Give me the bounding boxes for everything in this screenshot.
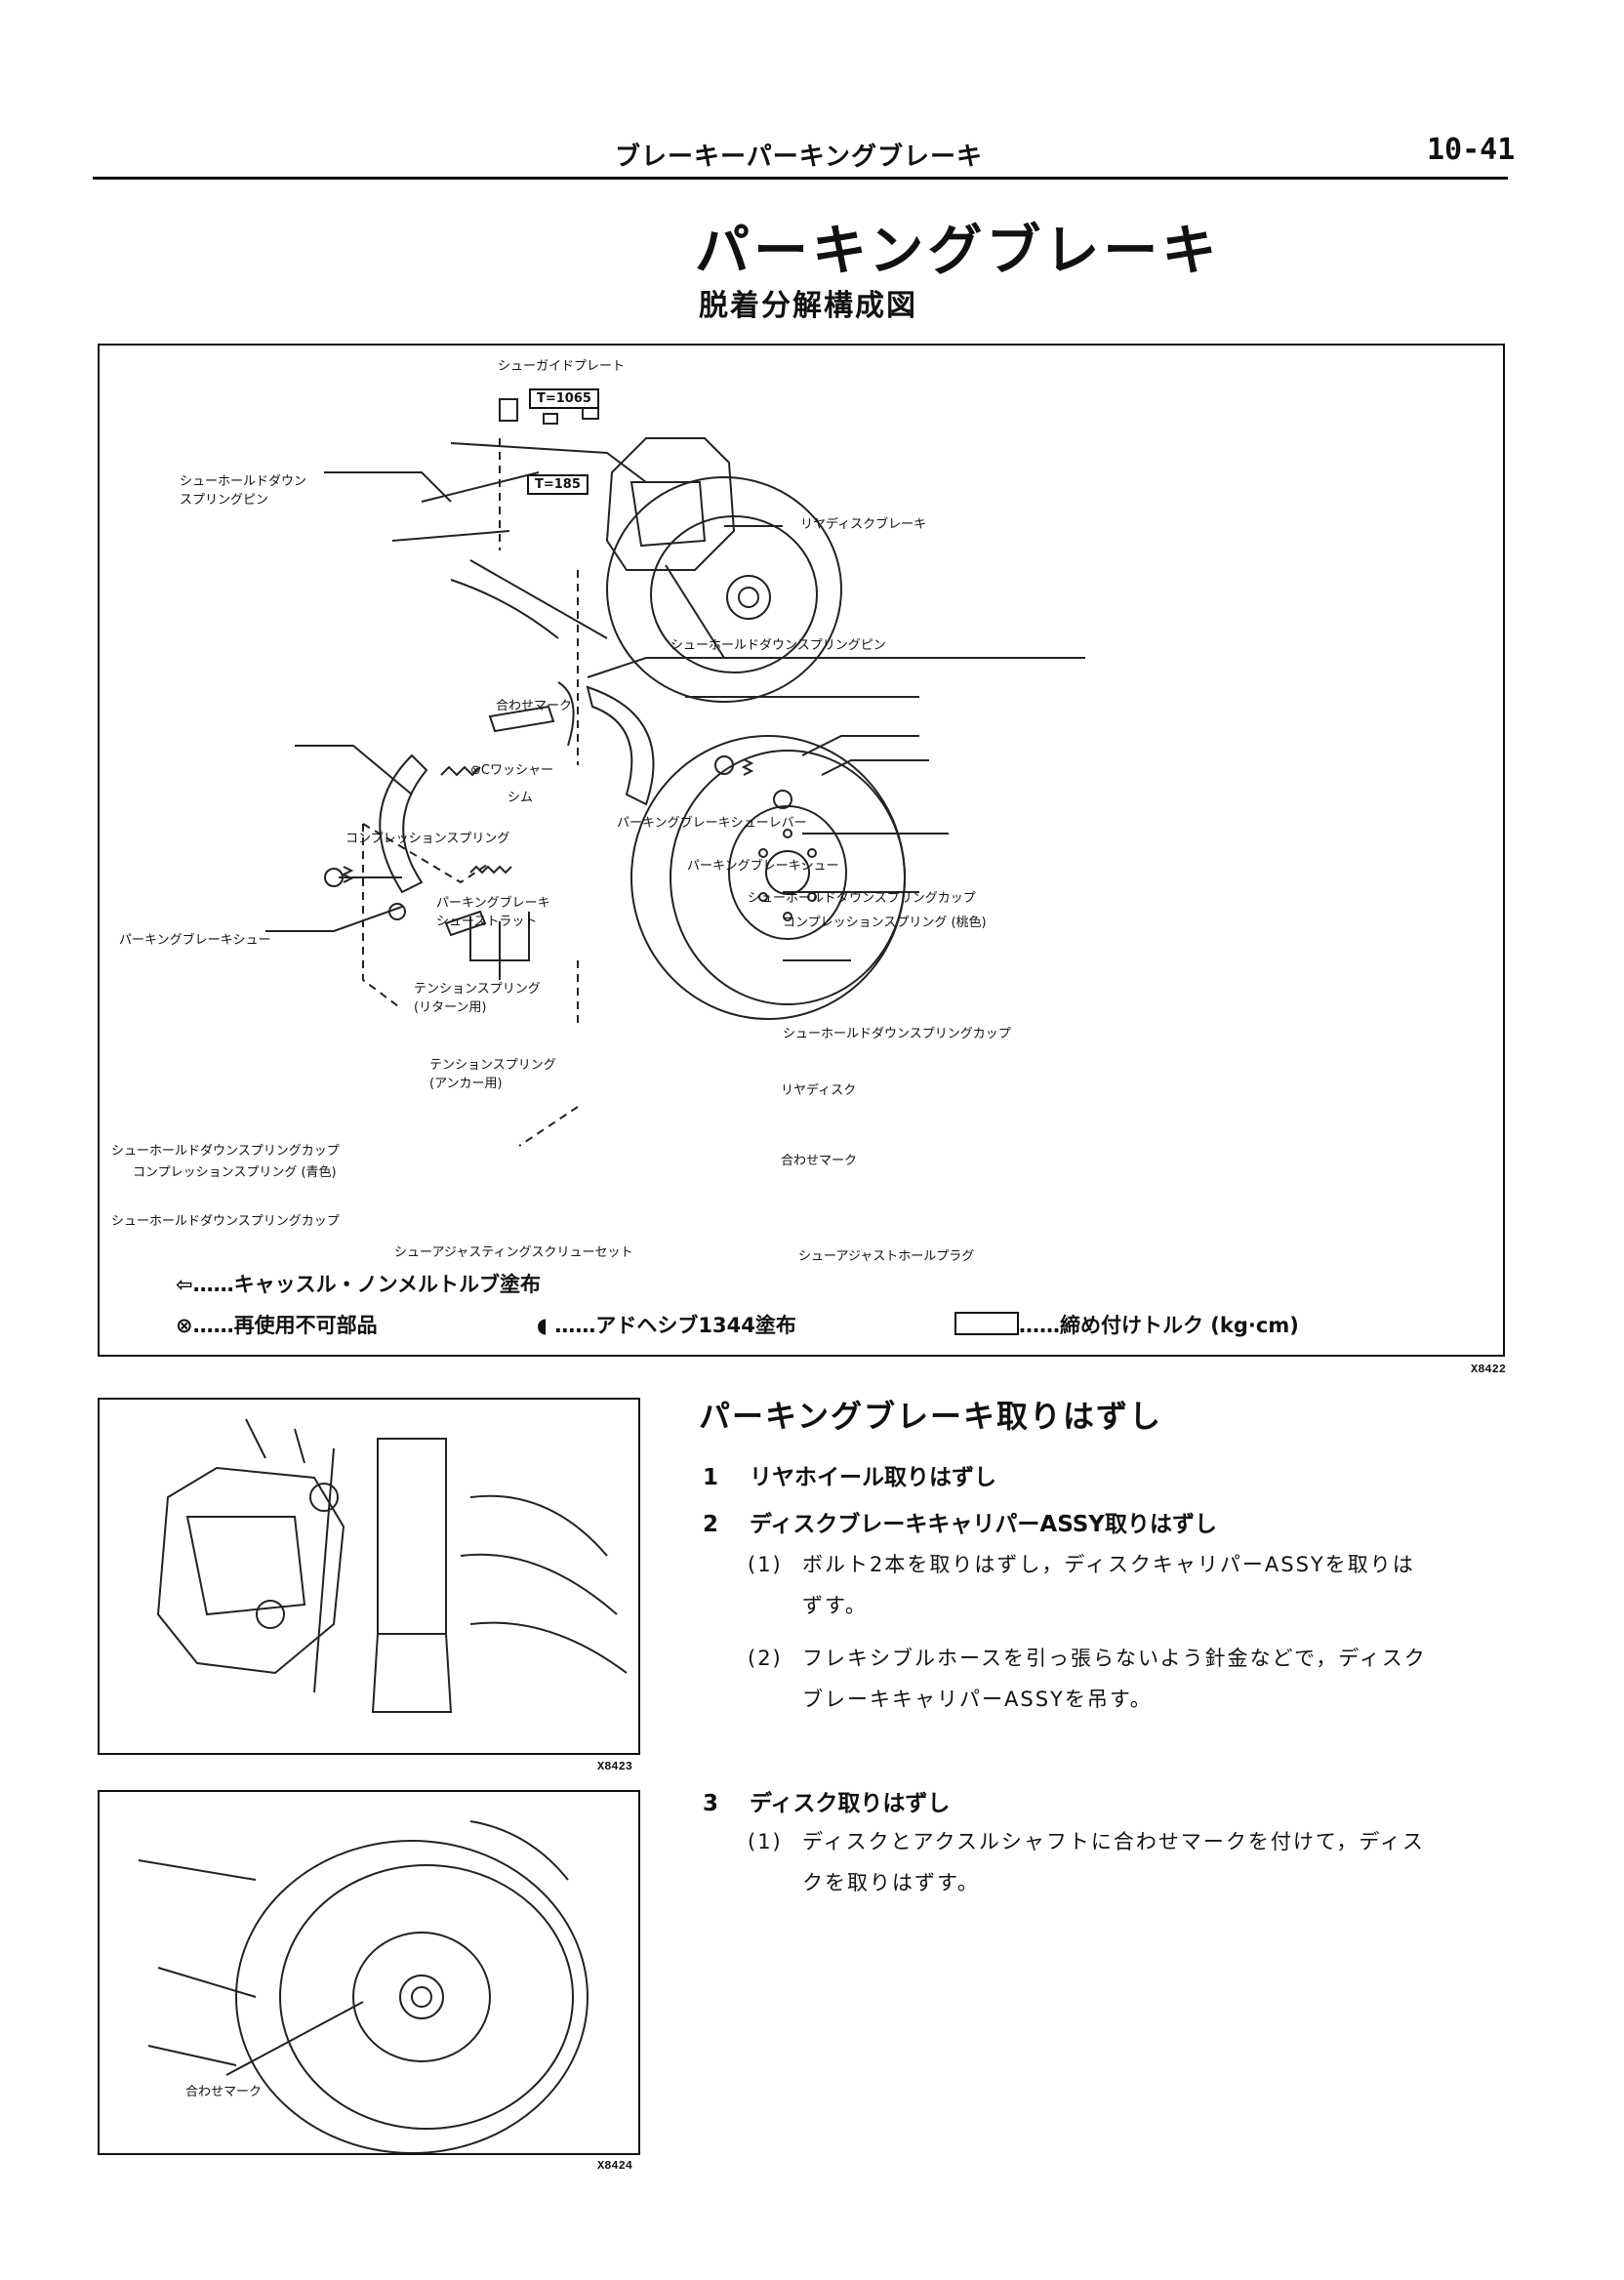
figure-code-photo2: X8424 — [597, 2159, 633, 2173]
label-spring-cup-right: シューホールドダウンスプリングカップ — [748, 891, 976, 906]
figure-code-photo1: X8423 — [597, 1760, 633, 1773]
label-match-mark-top: 合わせマーク — [496, 699, 573, 713]
label-shoe-left: パーキングブレーキシュー — [119, 933, 271, 948]
label-adjust-hole-plug: シューアジャストホールプラグ — [798, 1249, 975, 1264]
exploded-diagram-drawing — [265, 398, 1085, 1147]
shoe-guide-plate — [499, 398, 518, 422]
exploded-diagram: T=1065 T=185 シューガイドプレート シューホールドダウン スプリング… — [98, 344, 1505, 1357]
legend-adhesive: ◖ ……アドヘシブ1344塗布 — [537, 1314, 796, 1337]
page-title: パーキングブレーキ — [695, 220, 1221, 283]
photo-caliper-removal — [98, 1398, 640, 1755]
adhesive-icon: ◖ — [537, 1314, 548, 1337]
tension-spring-anchor — [469, 865, 512, 875]
label-compression-spring-blue: コンプレッションスプリング (青色) — [133, 1165, 337, 1180]
label-adjusting-screw-set: シューアジャスティングスクリューセット — [394, 1245, 633, 1260]
photo-disc-removal: 合わせマーク — [98, 1790, 640, 2155]
step-2-sub-1: (1)ボルト2本を取りはずし，ディスクキャリパーASSYを取りは ずす。 — [748, 1553, 1415, 1617]
parking-brake-shoe-left — [379, 753, 428, 894]
label-hold-down-pin-right: シューホールドダウンスプリングピン — [670, 638, 886, 653]
label-tension-spring-anchor: テンションスプリング (アンカー用) — [429, 1058, 556, 1091]
step-3-sub-1: (1)ディスクとアクスルシャフトに合わせマークを付けて，ディス クを取りはずす。 — [748, 1830, 1425, 1894]
parking-brake-shoe-right — [586, 685, 655, 806]
parking-brake-shoe-strut — [488, 705, 555, 733]
label-shim: シム — [508, 791, 534, 805]
label-tension-spring-return: テンションスプリング (リターン用) — [414, 982, 541, 1015]
castle-grease-icon: ⇦ — [176, 1273, 193, 1296]
torque-box-icon — [954, 1312, 1019, 1335]
legend-torque: ……締め付けトルク (kg·cm) — [954, 1310, 1299, 1339]
label-rear-disc: リヤディスク — [781, 1083, 857, 1098]
non-reusable-icon: ⊗ — [176, 1314, 193, 1337]
label-compression-spring-peach: コンプレッションスプリング (桃色) — [783, 916, 987, 930]
legend-castle: ⇦……キャッスル・ノンメルトルブ塗布 — [176, 1273, 541, 1296]
parking-brake-shoe-lever — [557, 681, 575, 747]
rear-disc-brake-caliper — [605, 437, 736, 571]
label-strut: パーキングブレーキ シューストラット — [436, 896, 550, 929]
label-spring-cup-right2: シューホールドダウンスプリングカップ — [783, 1027, 1011, 1041]
photo-disc-drawing — [138, 1820, 589, 2154]
torque-box-185: T=185 — [527, 474, 589, 495]
legend-non-reusable: ⊗……再使用不可部品 — [176, 1314, 378, 1337]
label-shoe-right: パーキングブレーキシュー — [687, 859, 839, 874]
label-shoe-guide-plate: シューガイドプレート — [498, 359, 626, 374]
label-shoe-lever: パーキングブレーキシューレバー — [617, 816, 807, 831]
label-rear-disc-brake: リヤディスクブレーキ — [800, 517, 927, 532]
torque-box-1065: T=1065 — [529, 388, 599, 409]
tension-spring-return — [440, 765, 481, 777]
label-spring-cup-left: シューホールドダウンスプリングカップ — [111, 1144, 340, 1159]
label-hold-down-pin-left: シューホールドダウン スプリングピン — [180, 474, 307, 508]
photo-caliper-drawing — [156, 1418, 628, 1713]
procedure-heading: パーキングブレーキ取りはずし — [699, 1398, 1163, 1435]
figure-code-main: X8422 — [1471, 1363, 1507, 1376]
header-section-title: ブレーキーパーキングブレーキ — [615, 142, 983, 172]
label-spring-cup-left2: シューホールドダウンスプリングカップ — [111, 1214, 340, 1229]
label-match-mark-disc: 合わせマーク — [781, 1154, 858, 1168]
step-2-sub-2: (2)フレキシブルホースを引っ張らないよう針金などで，ディスク ブレーキキャリパ… — [748, 1647, 1427, 1711]
rear-disc — [630, 735, 906, 1020]
header-rule — [93, 177, 1508, 180]
page-subtitle: 脱着分解構成図 — [699, 289, 917, 323]
backing-plate — [606, 476, 842, 703]
label-c-washer: ⊗Cワッシャー — [470, 763, 553, 778]
page-number: 10-41 — [1427, 133, 1516, 167]
adjusting-screw — [444, 910, 487, 937]
label-compression-spring: コンプレッションスプリング — [345, 832, 510, 846]
label-match-mark-photo: 合わせマーク — [185, 2085, 263, 2099]
